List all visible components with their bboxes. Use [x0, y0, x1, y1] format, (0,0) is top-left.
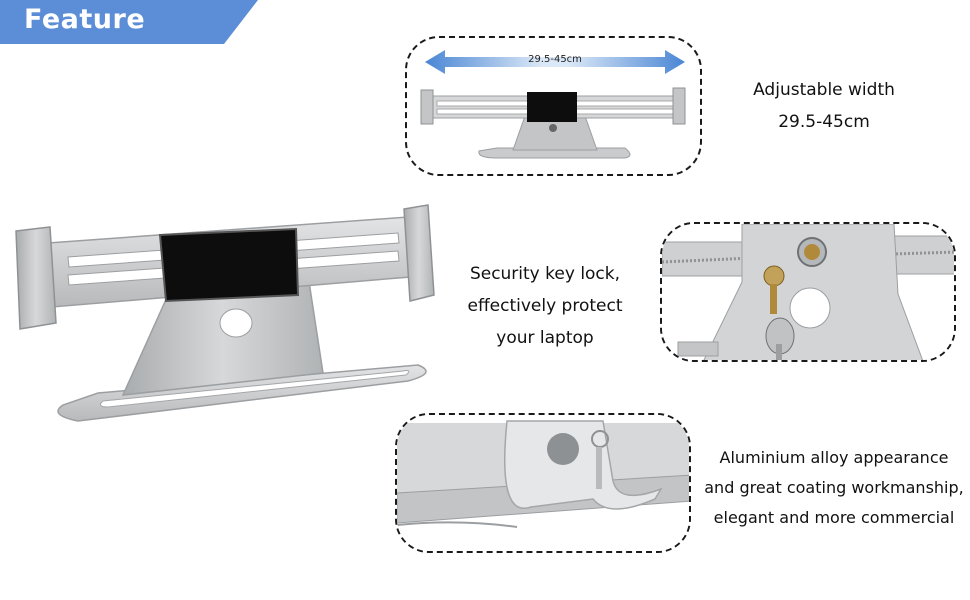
panel-aluminium-alloy [395, 413, 691, 553]
width-measure-label: 29.5-45cm [528, 54, 582, 65]
caption-alloy-line-1: Aluminium alloy appearance [719, 448, 949, 467]
caption-key-lock: Security key lock, effectively protect y… [450, 258, 640, 354]
panel-adjustable-width: 29.5-45cm [405, 36, 702, 176]
banner-shape [0, 0, 258, 44]
caption-lock-line-3: your laptop [496, 328, 594, 348]
caption-alloy-line-3: elegant and more commercial [713, 508, 955, 527]
panel-key-lock [660, 222, 956, 362]
caption-aluminium-alloy: Aluminium alloy appearance and great coa… [702, 443, 966, 533]
caption-lock-line-2: effectively protect [467, 296, 623, 316]
main-product-image [8, 195, 446, 435]
caption-alloy-line-2: and great coating workmanship, [704, 478, 964, 497]
caption-width-line-2: 29.5-45cm [778, 112, 870, 132]
caption-width-line-1: Adjustable width [753, 80, 895, 100]
feature-banner: Feature [0, 0, 260, 44]
caption-lock-line-1: Security key lock, [469, 264, 621, 284]
caption-adjustable-width: Adjustable width 29.5-45cm [722, 74, 926, 138]
banner-title: Feature [24, 4, 146, 35]
